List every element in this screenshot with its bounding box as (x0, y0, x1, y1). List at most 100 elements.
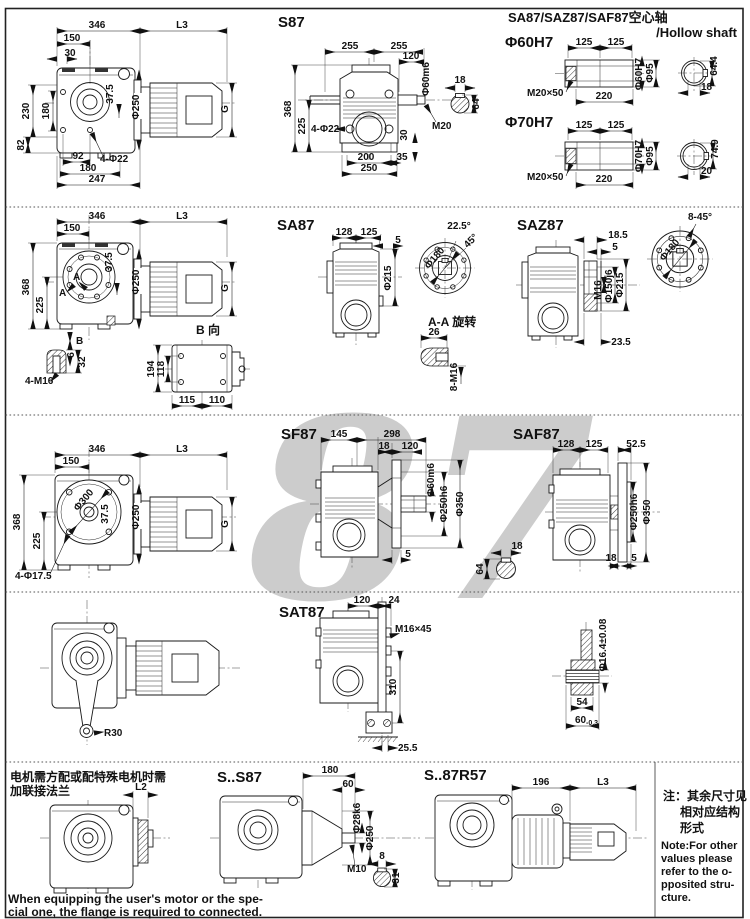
dim-label: Φ250 (365, 825, 376, 850)
dim-label: 4-M16 (25, 376, 54, 387)
dim-label: 310 (388, 678, 399, 695)
sa-side-view: A A B 346 L3 150 368 225 37.5 Φ250 G B 向… (21, 211, 250, 410)
sat87-panel: SAT87 120 24 M16×45 310 25.5 (279, 595, 432, 754)
dim-label: 32 (77, 356, 88, 368)
dim-label: 225 (35, 296, 46, 313)
dim-label: 125 (361, 227, 378, 238)
s87-side-view: 346 L3 150 30 230 180 82 37.5 Φ250 G 92 … (16, 20, 237, 189)
dim-label: Φ28k6 (352, 802, 363, 833)
dim-label: M16×45 (395, 624, 432, 635)
dim-label: 23.5 (611, 337, 631, 348)
dim-label: 8 (379, 851, 385, 862)
sheet-frame (4, 7, 744, 919)
dim-label: 120 (354, 595, 371, 606)
note-en-line: Note:For other (661, 840, 738, 852)
flange-note-drawing: 电机需方配或配特殊电机时需 加联接法兰 L2 When equipping th… (8, 769, 263, 919)
dim-label: M20×50 (527, 172, 564, 183)
dim-label: 247 (89, 174, 106, 185)
dim-label: Φ250h6 (439, 485, 450, 522)
dim-label: M20×50 (527, 88, 564, 99)
dim-label: Φ350 (455, 491, 466, 516)
dim-label: Φ60m6 (426, 463, 437, 497)
size-label: Φ60H7 (505, 34, 553, 51)
dim-label: Φ16.4±0.08 (598, 618, 609, 671)
dim-label: 5 (631, 553, 637, 564)
dim-label: 220 (596, 174, 613, 185)
dim-label: 20 (701, 166, 713, 177)
footer-text: cial one, the flange is required to conn… (8, 905, 262, 919)
dim-label: 26 (428, 327, 440, 338)
dim-label: 120 (402, 441, 419, 452)
dim-label: M16 (593, 280, 604, 300)
dim-label: 196 (533, 777, 550, 788)
dim-label: 346 (89, 211, 106, 222)
dim-label: 125 (608, 120, 625, 131)
saz87-panel: SAZ87 18.5 5 M16 Φ150j6 Φ215 23.5 8-45° … (516, 212, 714, 348)
hollow-shaft-60: 125 125 M20×50 220 Φ60H7 Φ95 64.4 18 (527, 37, 720, 106)
sf-side-view: 346 L3 150 368 225 Φ300 37.5 Φ250 G 4-Φ1… (12, 444, 237, 582)
dim-label: 115 (179, 395, 196, 406)
dim-label: 60 (575, 715, 587, 726)
dim-label: 368 (283, 100, 294, 117)
dim-label: 180 (41, 102, 52, 119)
dim-label: 8-M16 (449, 362, 460, 391)
dim-label: 25.5 (398, 743, 418, 754)
note-cn-line: 形式 (680, 820, 704, 835)
lug-detail: 6 32 4-M16 (25, 339, 88, 387)
note-en-line: refer to the o- (661, 866, 732, 878)
panel-title: SAT87 (279, 604, 325, 621)
sa87-panel: SA87 128 125 5 Φ215 22.5° 45° Φ180 A-A 旋… (277, 217, 480, 391)
panel-title: S..S87 (217, 769, 262, 786)
dim-label: 30 (399, 129, 410, 141)
dim-label: R30 (104, 728, 123, 739)
dim-label: 145 (331, 429, 348, 440)
dim-label: 368 (12, 513, 23, 530)
dim-label: L3 (176, 20, 188, 31)
view-title: B 向 (196, 322, 220, 337)
note-en-line: cture. (661, 892, 691, 904)
dim-label: L3 (176, 211, 188, 222)
dim-label: Φ60H7 (634, 58, 645, 91)
dim-label: 255 (342, 41, 359, 52)
dim-label: 125 (576, 37, 593, 48)
panel-title: SA87 (277, 217, 315, 234)
dim-label: 82 (16, 139, 27, 151)
dim-label: L3 (597, 777, 609, 788)
dim-label: 250 (361, 163, 378, 174)
dim-label: 346 (89, 444, 106, 455)
panel-title: S..87R57 (424, 767, 487, 784)
dim-label: L2 (135, 782, 147, 793)
dim-label: 118 (156, 360, 167, 377)
dim-label: 18.5 (608, 230, 628, 241)
dim-label: 37.5 (104, 252, 115, 272)
hollow-shaft-70: 125 125 M20×50 220 Φ70H7 Φ95 74.9 20 (527, 120, 721, 189)
dim-label: 346 (89, 20, 106, 31)
note-block: 注：其余尺寸见 相对应结构 形式 Note:For other values p… (661, 788, 747, 904)
footer-text: When equipping the user's motor or the s… (8, 892, 263, 906)
dim-label: 64 (475, 563, 486, 575)
saz87-flange-face: 8-45° Φ180 (646, 212, 714, 293)
dim-label: 64 (471, 98, 482, 110)
key-section-detail: 8 31 (367, 851, 402, 888)
dim-label: 225 (32, 532, 43, 549)
note-en-line: pposited stru- (661, 879, 735, 891)
dim-label: 18 (701, 82, 713, 93)
dim-label: 150 (63, 456, 80, 467)
dim-label: Φ250 (131, 504, 142, 529)
size-label: Φ70H7 (505, 114, 553, 131)
saf87-panel: SAF87 128 125 52.5 Φ250h6 Φ350 18 5 (513, 426, 660, 572)
note-cn-line: 相对应结构 (680, 804, 740, 819)
dim-label: 128 (336, 227, 353, 238)
dim-label: Φ70H7 (634, 140, 645, 173)
dim-label: 194 (146, 360, 157, 377)
dim-label: 35 (396, 152, 408, 163)
dim-label: G (220, 284, 231, 292)
dim-label: 18 (378, 441, 390, 452)
dim-label: M10 (347, 864, 367, 875)
dim-label: Φ250 (131, 269, 142, 294)
dim-label: M20 (432, 121, 452, 132)
dim-label: 200 (358, 152, 375, 163)
section-label: A (73, 272, 80, 283)
section-label: A (59, 288, 66, 299)
dim-label: 255 (391, 41, 408, 52)
